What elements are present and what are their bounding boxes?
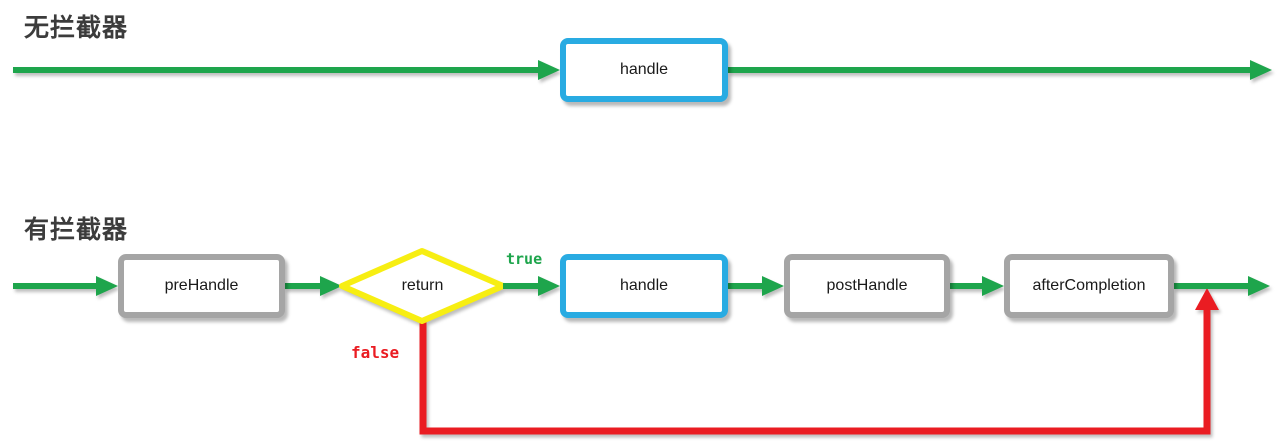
node-posthandle-label: postHandle [826, 277, 908, 294]
arrow-prehandle-to-return-head [320, 276, 342, 296]
node-posthandle: postHandle [784, 254, 950, 318]
node-handle-no-interceptor-label: handle [619, 61, 669, 78]
arrow-into-prehandle-head [96, 276, 118, 296]
top-response-arrowhead [1250, 60, 1272, 80]
arrow-posthandle-to-aftercompletion-head [982, 276, 1004, 296]
branch-label-false: false [351, 343, 400, 362]
section-title-no-interceptor: 无拦截器 [24, 14, 129, 42]
arrow-return-to-handle-head [538, 276, 560, 296]
bottom-response-arrowhead [1248, 276, 1270, 296]
node-handle-with-interceptor-label: handle [619, 277, 669, 294]
branch-label-true: true [506, 250, 543, 268]
return-label-text: return [401, 277, 444, 294]
section-title-with-interceptor: 有拦截器 [24, 216, 129, 244]
node-aftercompletion-label: afterCompletion [1032, 277, 1146, 294]
false-branch-line [419, 308, 1211, 435]
top-request-arrowhead [538, 60, 560, 80]
node-aftercompletion: afterCompletion [1004, 254, 1174, 318]
false-branch-arrowhead-up [1195, 288, 1219, 310]
arrow-handle-to-posthandle-head [762, 276, 784, 296]
node-prehandle: preHandle [118, 254, 285, 318]
node-prehandle-label: preHandle [164, 277, 239, 294]
node-return-decision-label: return [342, 251, 503, 321]
node-handle-no-interceptor: handle [560, 38, 728, 102]
node-handle-with-interceptor: handle [560, 254, 728, 318]
